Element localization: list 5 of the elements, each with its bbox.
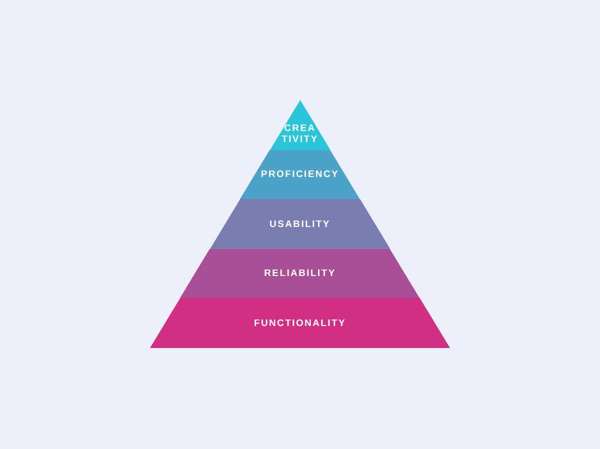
tier-label: RELIABILITY bbox=[263, 268, 337, 279]
tier-label: FUNCTIONALITY bbox=[252, 318, 348, 328]
tier-label: CREA TIVITY bbox=[280, 123, 320, 145]
tier-label: PROFICIENCY bbox=[260, 169, 340, 180]
tier-label: USABILITY bbox=[268, 218, 332, 230]
